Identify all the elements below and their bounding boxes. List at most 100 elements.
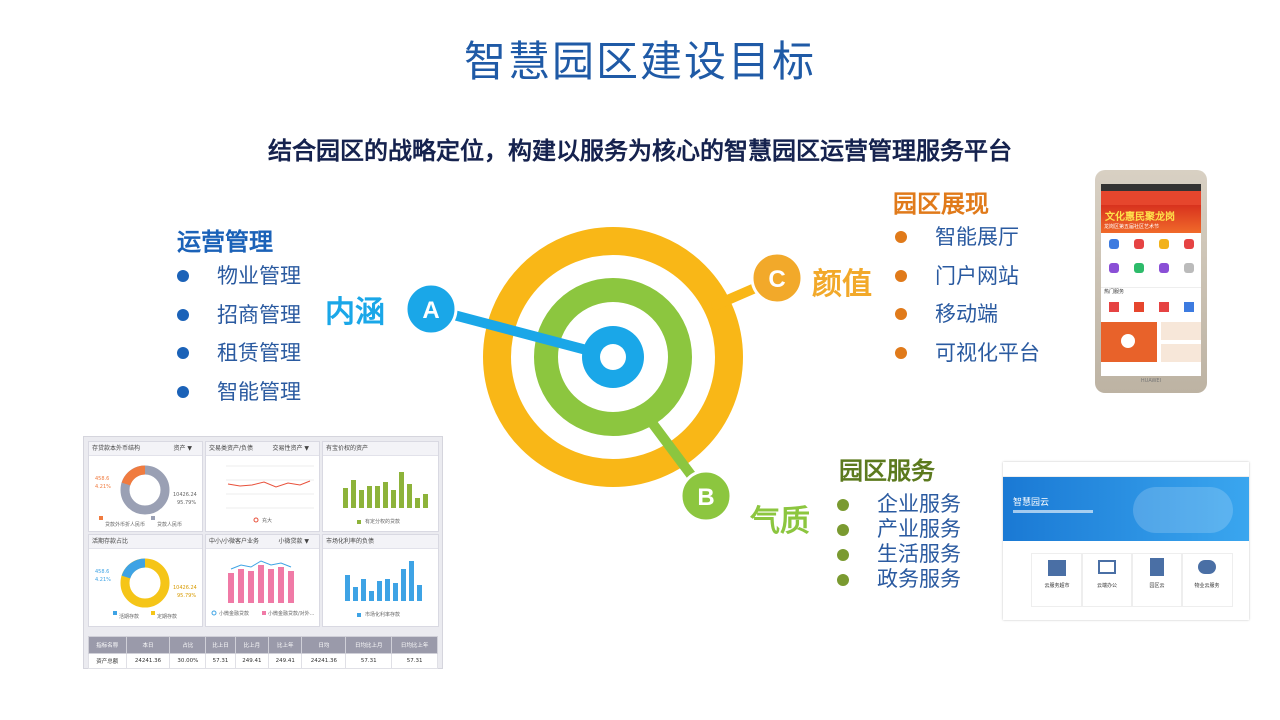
table-header: 比上月: [234, 636, 270, 654]
table-header: 日均比上年: [391, 636, 438, 654]
app-icon[interactable]: [1109, 239, 1119, 249]
donut-chart: [113, 558, 170, 615]
dashboard-panel: 中小/小微客户业务小微贷款 ▼ 小微金融贷款 小微金融贷款/对外...: [205, 534, 320, 627]
play-icon[interactable]: [1121, 334, 1135, 348]
website-mockup: 智慧园云 云服务超市 云端办公 园区云 物业云服务: [1003, 462, 1249, 620]
bar-chart: [345, 561, 422, 617]
server-icon: [1048, 560, 1066, 576]
panel-title: 存贷款本外币结构: [92, 445, 141, 452]
label-c: 颜值: [812, 267, 872, 302]
website-hero: 智慧园云: [1003, 477, 1249, 541]
list-item: 可视化平台: [895, 334, 1040, 373]
table-header: 比上年: [268, 636, 303, 654]
legend-label: 活期存款: [119, 614, 140, 620]
marker-b: [679, 469, 733, 523]
app-icon[interactable]: [1134, 263, 1144, 273]
table-cell: 30.00%: [169, 653, 207, 669]
service-card[interactable]: 园区云: [1131, 553, 1183, 607]
app-icon[interactable]: [1184, 263, 1194, 273]
table-header-row: 指标名称 本日 占比 比上日 比上月 比上年 日均 日均比上月 日均比上年: [88, 636, 438, 654]
service-icon[interactable]: [1184, 302, 1194, 312]
service-card[interactable]: 物业云服务: [1181, 553, 1233, 607]
website-brand: 智慧园云: [1013, 498, 1050, 508]
legend-label: 小微金融贷款/对外...: [268, 611, 315, 617]
bullet-icon: [837, 523, 849, 536]
list-item-label: 企业服务: [877, 492, 961, 516]
label-b: 气质: [750, 504, 810, 539]
list-item-label: 产业服务: [877, 517, 961, 541]
services-list: 企业服务 产业服务 生活服务 政务服务: [837, 492, 961, 592]
phone-promo-tile[interactable]: [1161, 344, 1201, 362]
table-header: 指标名称: [88, 636, 127, 654]
service-icon[interactable]: [1109, 302, 1119, 312]
list-item: 智能展厅: [895, 218, 1040, 257]
page-subtitle: 结合园区的战略定位，构建以服务为核心的智慧园区运营管理服务平台: [268, 137, 1012, 165]
list-item: 政务服务: [837, 567, 961, 592]
panel-title: 中小/小微客户业务: [209, 538, 260, 545]
building-icon: [1150, 558, 1164, 576]
table-cell: 57.31: [391, 653, 438, 669]
panel-value: 4.21%: [95, 484, 111, 490]
list-item-label: 招商管理: [217, 302, 301, 327]
phone-brand: HUAWEI: [1140, 378, 1162, 384]
panel-select[interactable]: 小微贷款 ▼: [278, 538, 309, 545]
line-chart: [226, 465, 314, 523]
panel-value: 458.6: [95, 569, 110, 575]
app-icon[interactable]: [1109, 263, 1119, 273]
dashboard-screenshot: 存贷款本外币结构 资产 ▼ 458.6 4.21% 10426.24 95.79%…: [83, 436, 443, 669]
panel-value: 95.79%: [177, 593, 197, 599]
dashboard-panel: 活期存款占比 458.6 4.21% 10426.24 95.79% 活期存款 …: [88, 534, 203, 627]
bullet-icon: [895, 231, 907, 244]
list-item-label: 移动端: [935, 302, 998, 326]
bullet-icon: [177, 270, 189, 283]
phone-nav-bar: [1101, 191, 1201, 205]
app-icon[interactable]: [1159, 239, 1169, 249]
website-card-row: 云服务超市 云端办公 园区云 物业云服务: [1003, 541, 1249, 617]
panel-value: 95.79%: [177, 500, 197, 506]
phone-hot-services: [1101, 298, 1201, 322]
panel-title: 市场化利率的负债: [326, 538, 375, 545]
table-cell: 资产总额: [88, 653, 127, 669]
app-icon[interactable]: [1134, 239, 1144, 249]
card-label: 云端办公: [1096, 583, 1117, 589]
list-item: 租赁管理: [177, 334, 301, 373]
middle-ring: [534, 278, 692, 436]
list-item: 移动端: [895, 295, 1040, 334]
service-card[interactable]: 云服务超市: [1031, 553, 1083, 607]
phone-mockup: 文化惠民聚龙岗 龙岗区第五届社区艺术节 热门服务 HUAWEI: [1095, 170, 1207, 393]
panel-title: 活期存款占比: [92, 538, 129, 545]
website-topbar: [1003, 462, 1249, 477]
website-tagline: [1013, 510, 1093, 513]
legend-label: 贷款外币折人民币: [105, 522, 146, 528]
bullet-icon: [895, 269, 907, 282]
bullet-icon: [177, 385, 189, 398]
operations-heading: 运营管理: [177, 228, 273, 256]
display-heading: 园区展现: [893, 190, 989, 218]
phone-promo-tile[interactable]: [1161, 322, 1201, 340]
card-label: 云服务超市: [1044, 583, 1070, 589]
list-item-label: 智能展厅: [935, 225, 1019, 249]
list-item-label: 物业管理: [217, 264, 301, 288]
service-icon[interactable]: [1134, 302, 1144, 312]
list-item-label: 政务服务: [877, 567, 961, 591]
service-icon[interactable]: [1159, 302, 1169, 312]
list-item: 门户网站: [895, 257, 1040, 296]
services-heading: 园区服务: [839, 457, 935, 485]
phone-section-title: 热门服务: [1101, 287, 1201, 298]
phone-screen: 文化惠民聚龙岗 龙岗区第五届社区艺术节 热门服务: [1101, 184, 1201, 376]
bullet-icon: [837, 548, 849, 561]
app-icon[interactable]: [1184, 239, 1194, 249]
panel-title: 交易类资产/负债: [209, 445, 254, 452]
operations-list: 物业管理 招商管理 租赁管理 智能管理: [177, 257, 301, 411]
panel-select[interactable]: 交易性资产 ▼: [272, 445, 309, 452]
list-item: 智能管理: [177, 373, 301, 412]
marker-c: [750, 251, 804, 305]
legend-label: 充大: [262, 518, 273, 524]
list-item: 生活服务: [837, 542, 961, 567]
panel-select[interactable]: 资产 ▼: [173, 445, 192, 452]
app-icon[interactable]: [1159, 263, 1169, 273]
service-card[interactable]: 云端办公: [1081, 553, 1133, 607]
display-list: 智能展厅 门户网站 移动端 可视化平台: [895, 218, 1040, 372]
panel-value: 10426.24: [173, 492, 197, 498]
